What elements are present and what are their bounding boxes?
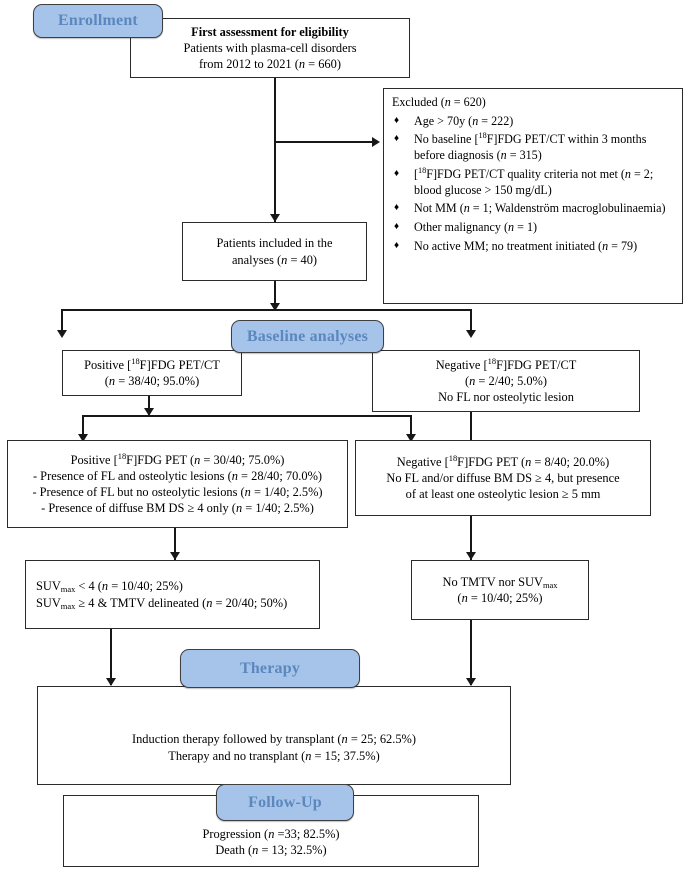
- excluded-heading: Excluded (n = 620): [392, 95, 486, 109]
- excluded-reason-text: No baseline [18F]FDG PET/CT within 3 mon…: [414, 131, 647, 163]
- connector-pet-split: [82, 415, 411, 417]
- negative-pet-line2: No FL and/or diffuse BM DS ≥ 4, but pres…: [386, 470, 620, 485]
- arrowhead-negative-pet: [406, 434, 416, 442]
- excluded-reason-text: Age > 70y (n = 222): [414, 113, 514, 128]
- followup-line1: Progression (n =33; 82.5%): [202, 826, 340, 841]
- arrowhead-suvmax: [170, 552, 180, 560]
- diamond-bullet-icon: ♦: [394, 220, 400, 232]
- connector-pos-petct-down: [148, 395, 150, 415]
- connector-negpet-notmtv: [470, 516, 472, 560]
- connector-assessment-trunk: [274, 78, 276, 309]
- no-tmtv-line1: No TMTV nor SUVmax: [442, 574, 558, 590]
- diamond-bullet-icon: ♦: [394, 239, 400, 251]
- connector-neg-petct-down: [470, 410, 472, 440]
- stage-label-enrollment: Enrollment: [33, 4, 163, 38]
- no-tmtv-line2: (n = 10/40; 25%): [457, 591, 543, 605]
- excluded-reason-item: ♦ Other malignancy (n = 1): [392, 220, 674, 236]
- diamond-bullet-icon: ♦: [394, 133, 400, 145]
- box-positive-pet: Positive [18F]FDG PET (n = 30/40; 75.0%)…: [7, 440, 348, 528]
- stage-label-followup: Follow-Up: [216, 784, 354, 821]
- arrowhead-positive-pet: [78, 434, 88, 442]
- excluded-reason-item: ♦ No baseline [18F]FDG PET/CT within 3 mo…: [392, 132, 674, 163]
- box-negative-petct: Negative [18F]FDG PET/CT (n = 2/40; 5.0%…: [372, 350, 640, 412]
- diamond-bullet-icon: ♦: [394, 114, 400, 126]
- negative-petct-line2: (n = 2/40; 5.0%): [464, 373, 548, 388]
- therapy-line2: Therapy and no transplant (n = 15; 37.5%…: [168, 748, 380, 763]
- positive-pet-line1: Positive [18F]FDG PET (n = 30/40; 75.0%): [70, 450, 285, 467]
- connector-pet-split-left: [82, 415, 84, 438]
- followup-line2: Death (n = 13; 32.5%): [215, 843, 327, 857]
- excluded-reason-item: ♦ [18F]FDG PET/CT quality criteria not me…: [392, 165, 674, 198]
- arrowhead-pos-petct-down: [144, 408, 154, 416]
- connector-baseline-split: [61, 309, 472, 311]
- box-no-tmtv: No TMTV nor SUVmax (n = 10/40; 25%): [411, 560, 589, 620]
- first-assessment-line3: from 2012 to 2021 (n = 660): [199, 57, 341, 72]
- connector-included-down: [274, 281, 276, 309]
- positive-petct-line2: (n = 38/40; 95.0%): [104, 374, 200, 388]
- negative-pet-line3: of at least one osteolytic lesion ≥ 5 mm: [405, 487, 601, 502]
- box-therapy: Induction therapy followed by transplant…: [37, 686, 511, 785]
- diamond-bullet-icon: ♦: [394, 202, 400, 214]
- positive-petct-line1: Positive [18F]FDG PET/CT: [84, 355, 220, 372]
- arrowhead-included-down: [270, 303, 280, 311]
- connector-suv-therapy: [110, 629, 112, 685]
- included-line1: Patients included in the: [216, 236, 333, 251]
- stage-label-therapy: Therapy: [180, 649, 360, 688]
- therapy-line1: Induction therapy followed by transplant…: [131, 732, 416, 747]
- first-assessment-heading: First assessment for eligibility: [191, 24, 349, 39]
- excluded-reason-text: No active MM; no treatment initiated (n …: [414, 238, 638, 253]
- arrowhead-positive-petct: [57, 330, 67, 338]
- first-assessment-line2: Patients with plasma-cell disorders: [183, 40, 357, 55]
- arrowhead-to-excluded: [372, 137, 380, 147]
- box-patients-included: Patients included in the analyses (n = 4…: [182, 222, 367, 281]
- box-negative-pet: Negative [18F]FDG PET (n = 8/40; 20.0%) …: [355, 440, 651, 516]
- excluded-reason-text: Not MM (n = 1; Waldenström macroglobulin…: [414, 201, 666, 216]
- arrowhead-therapy-left: [106, 678, 116, 686]
- suvmax-line2: SUVmax ≥ 4 & TMTV delineated (n = 20/40;…: [36, 595, 288, 611]
- excluded-reason-item: ♦ No active MM; no treatment initiated (n…: [392, 239, 674, 255]
- connector-pospet-suv: [174, 528, 176, 560]
- box-suvmax: SUVmax < 4 (n = 10/40; 25%) SUVmax ≥ 4 &…: [25, 560, 320, 629]
- connector-pet-split-right: [410, 415, 412, 438]
- positive-pet-line3: - Presence of FL but no osteolytic lesio…: [32, 485, 323, 499]
- suvmax-line1: SUVmax < 4 (n = 10/40; 25%): [36, 579, 183, 595]
- box-positive-petct: Positive [18F]FDG PET/CT (n = 38/40; 95.…: [62, 350, 242, 396]
- arrowhead-negative-petct: [466, 330, 476, 338]
- negative-pet-line1: Negative [18F]FDG PET (n = 8/40; 20.0%): [396, 452, 610, 469]
- connector-to-excluded: [274, 141, 374, 143]
- negative-petct-line1: Negative [18F]FDG PET/CT: [435, 355, 577, 372]
- excluded-reason-text: Other malignancy (n = 1): [414, 220, 538, 235]
- positive-pet-line4: - Presence of diffuse BM DS ≥ 4 only (n …: [41, 501, 314, 516]
- arrowhead-no-tmtv: [466, 552, 476, 560]
- positive-pet-line2: - Presence of FL and osteolytic lesions …: [32, 468, 323, 483]
- diamond-bullet-icon: ♦: [394, 167, 400, 179]
- excluded-reason-item: ♦ Not MM (n = 1; Waldenström macroglobuli…: [392, 201, 674, 217]
- box-excluded: Excluded (n = 620) ♦Age > 70y (n = 222)♦…: [383, 88, 683, 304]
- arrowhead-therapy-right: [466, 678, 476, 686]
- excluded-reason-item: ♦ Age > 70y (n = 222): [392, 114, 674, 130]
- connector-baseline-right: [470, 309, 472, 333]
- box-first-assessment: First assessment for eligibility Patient…: [130, 18, 410, 78]
- included-line2: analyses (n = 40): [231, 252, 318, 267]
- excluded-reason-text: [18F]FDG PET/CT quality criteria not met…: [414, 165, 654, 197]
- stage-label-baseline: Baseline analyses: [231, 320, 384, 353]
- connector-notmtv-therapy: [470, 620, 472, 685]
- arrowhead-to-included: [270, 214, 280, 222]
- connector-baseline-left: [61, 309, 63, 333]
- excluded-reasons-list: ♦ Age > 70y (n = 222) ♦ No baseline [18F]FD…: [392, 111, 674, 255]
- negative-petct-line3: No FL nor osteolytic lesion: [438, 390, 574, 405]
